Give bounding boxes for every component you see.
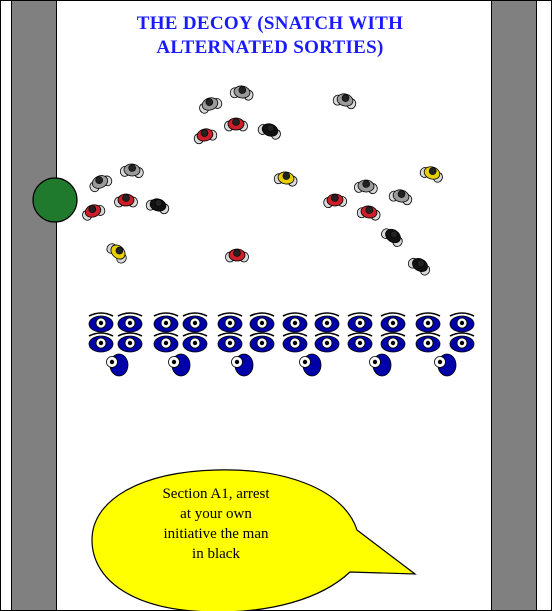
callout-line-4: in black [136, 544, 296, 564]
callout-text: Section A1, arrest at your own initiativ… [136, 484, 296, 564]
callout-line-3: initiative the man [136, 524, 296, 544]
callout-line-2: at your own [136, 504, 296, 524]
callout-line-1: Section A1, arrest [136, 484, 296, 504]
